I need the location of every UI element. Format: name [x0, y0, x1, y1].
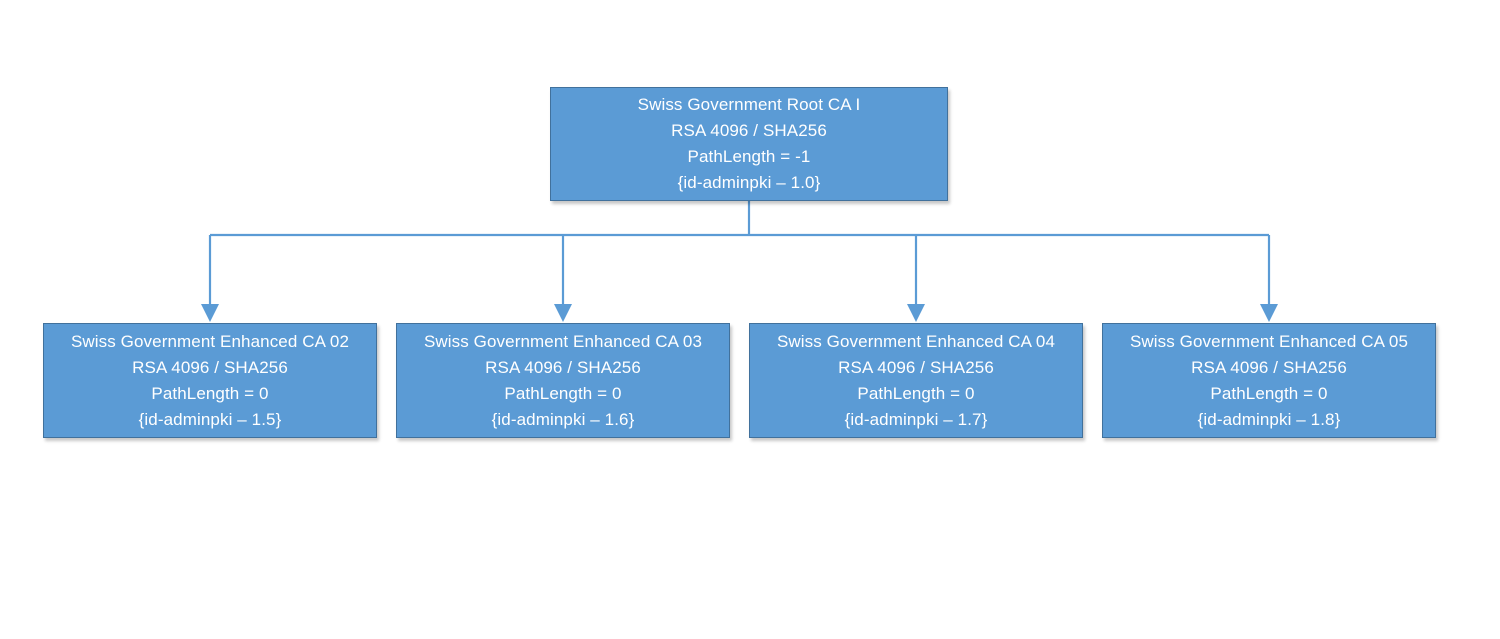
- node-name: Swiss Government Enhanced CA 05: [1129, 331, 1409, 351]
- node-algorithm: RSA 4096 / SHA256: [838, 357, 994, 377]
- node-enhanced-ca-02[interactable]: Swiss Government Enhanced CA 02 RSA 4096…: [43, 323, 377, 438]
- node-path-length: PathLength = 0: [1210, 383, 1328, 403]
- node-enhanced-ca-03[interactable]: Swiss Government Enhanced CA 03 RSA 4096…: [396, 323, 730, 438]
- arrowhead-ca05: [1260, 304, 1278, 322]
- node-path-length: PathLength = 0: [857, 383, 975, 403]
- node-enhanced-ca-05[interactable]: Swiss Government Enhanced CA 05 RSA 4096…: [1102, 323, 1436, 438]
- arrowhead-ca04: [907, 304, 925, 322]
- node-name: Swiss Government Enhanced CA 04: [776, 331, 1056, 351]
- node-path-length: PathLength = -1: [687, 147, 811, 166]
- node-algorithm: RSA 4096 / SHA256: [671, 121, 827, 140]
- node-oid: {id-adminpki – 1.5}: [138, 409, 282, 429]
- node-name: Swiss Government Enhanced CA 02: [70, 331, 350, 351]
- node-algorithm: RSA 4096 / SHA256: [1191, 357, 1347, 377]
- node-enhanced-ca-04[interactable]: Swiss Government Enhanced CA 04 RSA 4096…: [749, 323, 1083, 438]
- node-oid: {id-adminpki – 1.7}: [844, 409, 988, 429]
- node-algorithm: RSA 4096 / SHA256: [485, 357, 641, 377]
- node-oid: {id-adminpki – 1.6}: [491, 409, 635, 429]
- node-path-length: PathLength = 0: [504, 383, 622, 403]
- arrowhead-ca02: [201, 304, 219, 322]
- node-oid: {id-adminpki – 1.0}: [677, 173, 821, 192]
- node-path-length: PathLength = 0: [151, 383, 269, 403]
- node-name: Swiss Government Enhanced CA 03: [423, 331, 703, 351]
- arrowhead-ca03: [554, 304, 572, 322]
- node-algorithm: RSA 4096 / SHA256: [132, 357, 288, 377]
- node-name: Swiss Government Root CA I: [637, 95, 861, 114]
- node-root-ca[interactable]: Swiss Government Root CA I RSA 4096 / SH…: [550, 87, 948, 201]
- node-oid: {id-adminpki – 1.8}: [1197, 409, 1341, 429]
